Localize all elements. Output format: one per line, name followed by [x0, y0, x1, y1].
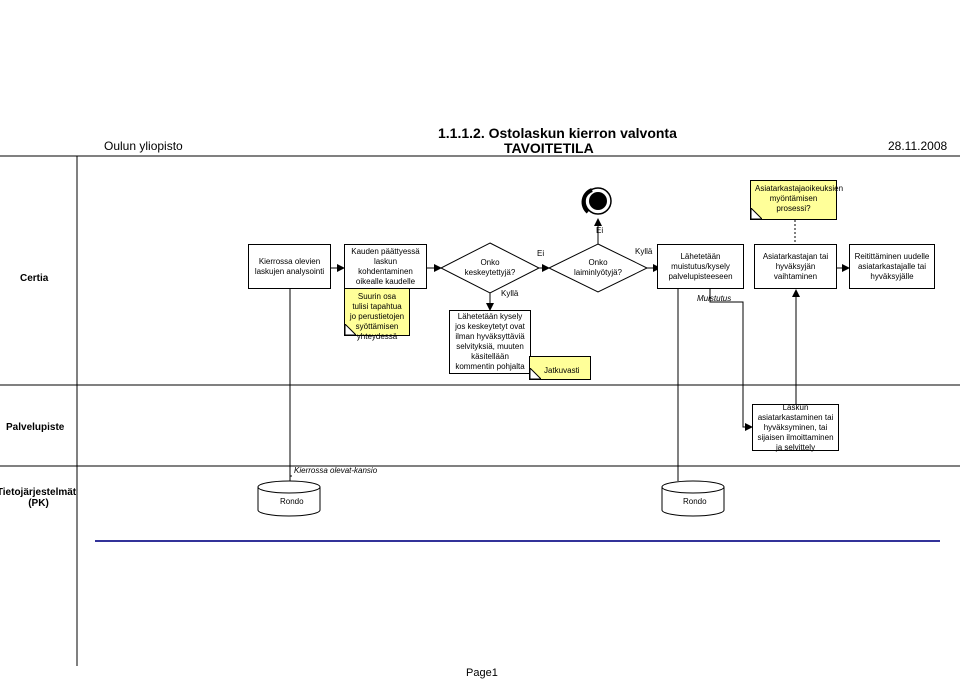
no-label: Ei — [537, 249, 545, 258]
decision-diamond-shape — [547, 243, 649, 293]
note-corner-icon — [530, 368, 541, 379]
period-end-box: Kauden päättyessä laskun kohdentaminen o… — [344, 244, 427, 289]
page-number: Page1 — [466, 667, 498, 679]
data-entry-note: Suurin osa tulisi tapahtua jo perustieto… — [344, 288, 410, 341]
analysis-box: Kierrossa olevien laskujen analysointi — [248, 244, 331, 289]
reminder-box: Lähetetään muistutus/kysely palvelupiste… — [657, 244, 744, 289]
lane-label-palvelupiste: Palvelupiste — [6, 422, 65, 433]
decision-laiminlyotyja-label: Onko laiminlyötyjä? — [573, 258, 623, 277]
folder-label: Kierrossa olevat-kansio — [294, 466, 378, 475]
change-approver-box: Asiatarkastajan tai hyväksyjän vaihtamin… — [754, 244, 837, 289]
yes-label: Kyllä — [501, 289, 519, 298]
database-cylinder-icon — [257, 480, 321, 517]
end-event-inner — [589, 192, 607, 210]
lane-label-tietojarjestelmat: Tietojärjestelmät (PK) — [0, 487, 77, 509]
decision-diamond-shape — [439, 242, 541, 294]
decision-keskeytettyja-label: Onko keskeytettyjä? — [464, 258, 516, 277]
database-cylinder-icon — [661, 480, 725, 517]
no-label: Ei — [596, 226, 604, 235]
note-corner-icon — [345, 324, 356, 335]
page-title: 1.1.1.2. Ostolaskun kierron valvonta — [438, 125, 677, 141]
header-date: 28.11.2008 — [888, 139, 948, 153]
lane-label-certia: Certia — [20, 273, 49, 284]
note-corner-icon — [751, 208, 762, 219]
send-query-box: Lähetetään kysely jos keskeytetyt ovat i… — [449, 310, 531, 374]
rondo-system-label: Rondo — [280, 497, 304, 506]
reminder-flow-label: Muistutus — [697, 294, 732, 303]
yes-label: Kyllä — [635, 247, 653, 256]
continuous-note: Jatkuvasti — [529, 356, 591, 380]
end-event-shadow — [581, 188, 593, 214]
org-name: Oulun yliopisto — [104, 139, 183, 153]
page-subtitle: TAVOITETILA — [504, 140, 594, 156]
reroute-box: Reitittäminen uudelle asiatarkastajalle … — [849, 244, 935, 289]
rights-question-note: Asiatarkastajaoikeuksien myöntämisen pro… — [750, 180, 843, 220]
rondo-system-label: Rondo — [683, 497, 707, 506]
connector — [709, 289, 753, 431]
pp-task-box: Laskun asiatarkastaminen tai hyväksymine… — [752, 403, 839, 452]
